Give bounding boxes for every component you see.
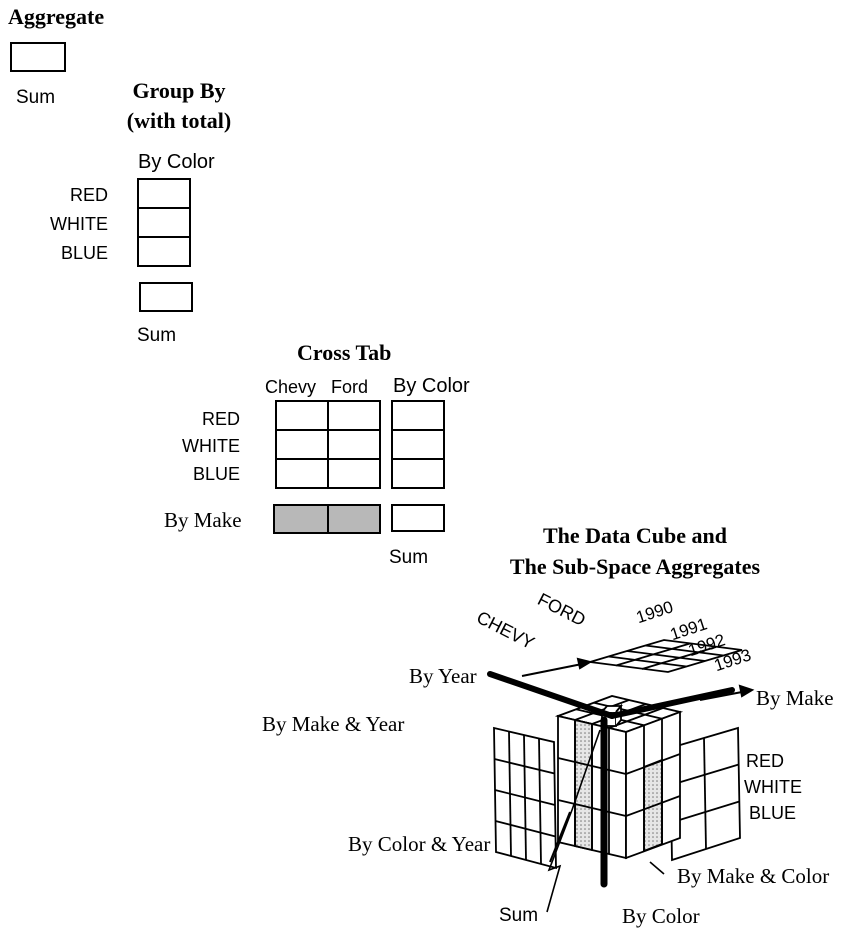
group-by-column-label: By Color xyxy=(138,151,215,173)
cube-color-label: BLUE xyxy=(749,803,797,823)
group-by-cell xyxy=(137,207,191,238)
cube-leader-lines xyxy=(546,729,665,913)
cube-color-label: RED xyxy=(746,751,785,771)
cross-tab-sum-cell xyxy=(391,504,445,532)
cross-tab-column-label: Ford xyxy=(331,377,369,397)
group-by-sum-label: Sum xyxy=(137,325,177,346)
cross-tab-title: Cross Tab xyxy=(297,340,392,365)
cross-tab-color-total-cell xyxy=(391,458,445,489)
group-by-title: Group By xyxy=(132,78,226,103)
make-year-plane xyxy=(589,639,743,673)
cross-tab-total-column-label: By Color xyxy=(393,375,470,397)
cross-tab-row-label: BLUE xyxy=(192,464,240,484)
by-make-color-label: By Make & Color xyxy=(677,864,830,888)
cross-tab-row-label: WHITE xyxy=(182,436,240,456)
cross-tab-row-label: RED xyxy=(201,409,240,429)
by-make-label: By Make xyxy=(756,686,834,710)
cross-tab-column-label: Chevy xyxy=(265,377,317,397)
cross-tab-cell xyxy=(327,458,381,489)
group-by-subtitle: (with total) xyxy=(126,108,232,133)
cross-tab-sum-label: Sum xyxy=(389,547,429,568)
group-by-row-label: WHITE xyxy=(50,214,108,234)
data-cube-title: The Data Cube and xyxy=(543,523,727,548)
data-cube-subtitle: The Sub-Space Aggregates xyxy=(509,554,761,579)
cube-color-label: WHITE xyxy=(744,777,802,797)
cross-tab-make-total-cell xyxy=(327,504,381,534)
by-make-year-label: By Make & Year xyxy=(262,712,405,736)
cube-axis-rods xyxy=(487,671,735,888)
color-year-plane xyxy=(493,726,557,870)
by-year-label: By Year xyxy=(409,664,477,688)
aggregate-sum-cell xyxy=(10,42,66,72)
make-color-plane xyxy=(669,726,741,862)
aggregate-title: Aggregate xyxy=(8,4,105,29)
cube-sum-label: Sum xyxy=(499,905,539,926)
group-by-sum-cell xyxy=(139,282,193,312)
cube-arrows xyxy=(521,657,755,863)
cube-right-face xyxy=(625,710,681,860)
cube-front-face xyxy=(557,714,627,860)
group-by-cell xyxy=(137,236,191,267)
aggregate-sum-label: Sum xyxy=(16,87,56,108)
cross-tab-make-total-cell xyxy=(273,504,329,534)
cross-tab-total-row-label: By Make xyxy=(164,508,242,532)
group-by-row-label: BLUE xyxy=(60,243,108,263)
by-color-label: By Color xyxy=(622,904,700,928)
group-by-row-label: RED xyxy=(69,185,108,205)
by-color-year-label: By Color & Year xyxy=(348,832,491,856)
